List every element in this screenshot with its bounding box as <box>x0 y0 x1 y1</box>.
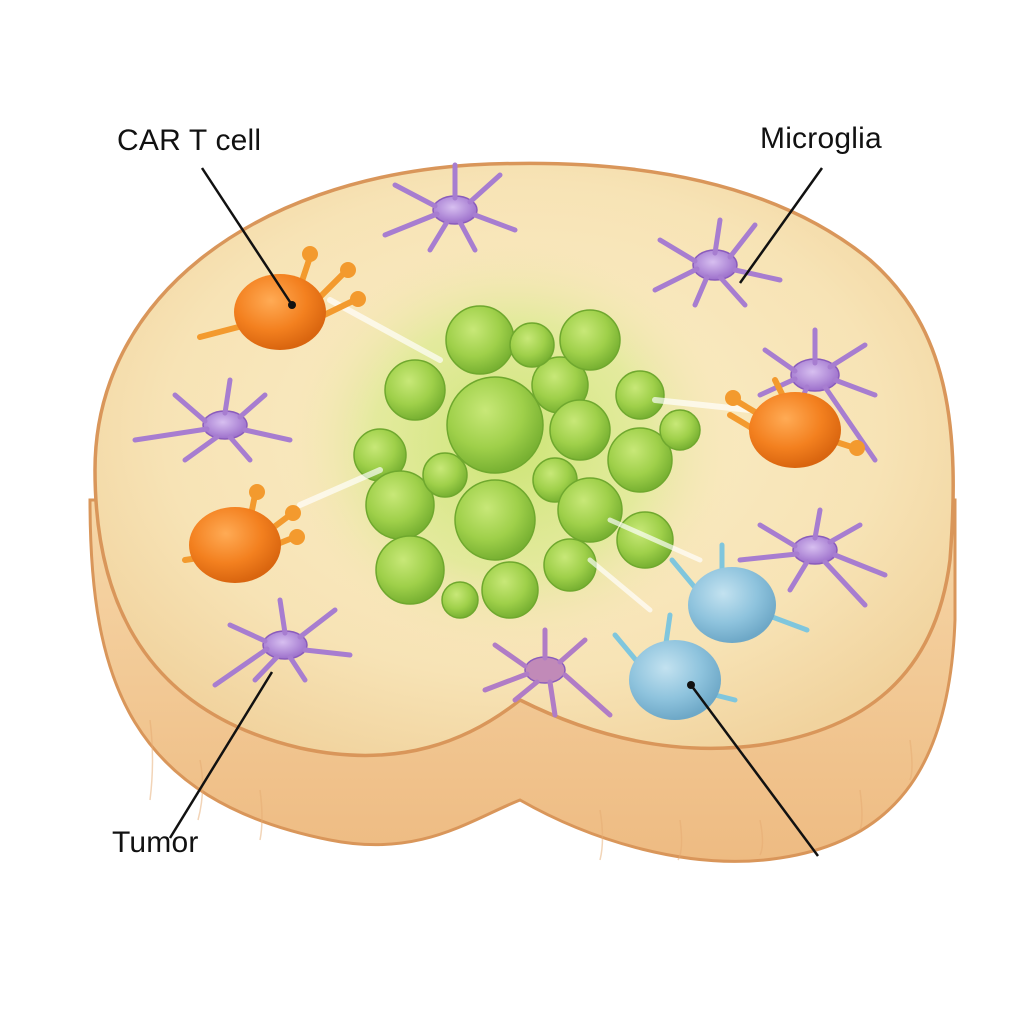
microglia-cells <box>132 162 888 718</box>
car-t-cell <box>725 377 865 468</box>
microglia-cell <box>652 217 783 308</box>
microglia-cell <box>212 597 353 688</box>
car-t-cell <box>182 484 305 583</box>
label-microglia: Microglia <box>760 122 882 155</box>
blue-cell <box>669 542 810 643</box>
microglia-cell <box>737 507 888 608</box>
leader-line-tumor <box>168 671 274 839</box>
leader-lines <box>168 167 824 857</box>
label-car-t-cell: CAR T cell <box>117 124 262 157</box>
car-t-cells <box>182 246 865 583</box>
leader-line-microglia <box>738 167 824 284</box>
attack-beams <box>297 297 753 613</box>
tumor-mass <box>353 305 701 619</box>
microglia-cell <box>382 162 518 253</box>
microglia-cell <box>482 627 613 718</box>
blue-cells <box>612 542 810 720</box>
leader-line-blue-cell <box>689 684 820 857</box>
car-t-cell <box>197 246 366 350</box>
blue-cell <box>612 612 738 720</box>
leader-line-car-t <box>200 167 294 306</box>
label-tumor: Tumor <box>112 826 199 859</box>
microglia-cell <box>132 377 293 463</box>
